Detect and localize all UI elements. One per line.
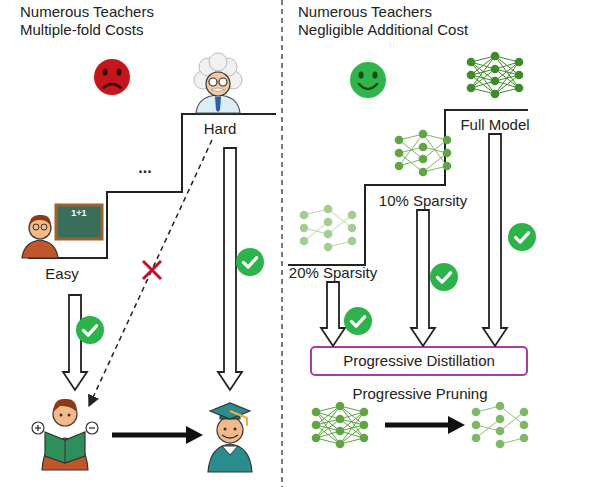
hollow-arrow xyxy=(321,282,345,346)
check-mark xyxy=(430,263,458,291)
box-text: Progressive Distillation xyxy=(343,352,495,370)
network-icon xyxy=(300,205,357,252)
ellipsis: ... xyxy=(120,158,170,177)
distillation-box: Progressive Distillation xyxy=(310,346,528,376)
difficulty-stairs xyxy=(28,114,276,258)
network-label: 10% Sparsity xyxy=(379,192,467,210)
check-mark xyxy=(76,316,104,344)
progress-arrow xyxy=(385,416,465,434)
teacher-label: Hard xyxy=(180,120,260,138)
network-icon xyxy=(395,130,452,177)
hollow-arrow xyxy=(63,295,87,390)
progress-arrow xyxy=(112,426,203,444)
happy-face xyxy=(350,62,386,98)
network-icon xyxy=(467,52,524,99)
board-text: 1+1 xyxy=(59,208,99,219)
check-mark xyxy=(344,307,372,335)
network-node: Full Model xyxy=(445,40,545,134)
sad-face xyxy=(94,59,130,95)
check-mark xyxy=(508,223,536,251)
check-mark xyxy=(236,248,264,276)
section-label: Progressive Pruning xyxy=(320,385,520,403)
professor-icon xyxy=(194,53,242,113)
panel-divider xyxy=(281,0,282,487)
network-node: 20% Sparsity xyxy=(278,196,388,282)
network-label: 20% Sparsity xyxy=(289,264,377,282)
sparsity-stairs xyxy=(288,110,528,265)
network-icon xyxy=(312,402,369,449)
network-icon xyxy=(472,402,529,449)
network-node: 10% Sparsity xyxy=(368,120,478,210)
graduate-icon xyxy=(208,403,252,472)
dashed-arrow xyxy=(89,140,212,406)
hollow-arrow xyxy=(411,210,435,346)
hollow-arrow xyxy=(218,148,242,390)
fail-cross xyxy=(143,261,161,279)
panel-heading: Numerous Teachers Negligible Additional … xyxy=(298,3,483,39)
panel-heading: Numerous Teachers Multiple-fold Costs xyxy=(20,3,170,39)
student-icon xyxy=(32,399,98,470)
network-label: Full Model xyxy=(460,116,529,134)
teacher-icon xyxy=(22,205,102,258)
hollow-arrow xyxy=(483,134,507,346)
teacher-label: Easy xyxy=(22,265,102,283)
